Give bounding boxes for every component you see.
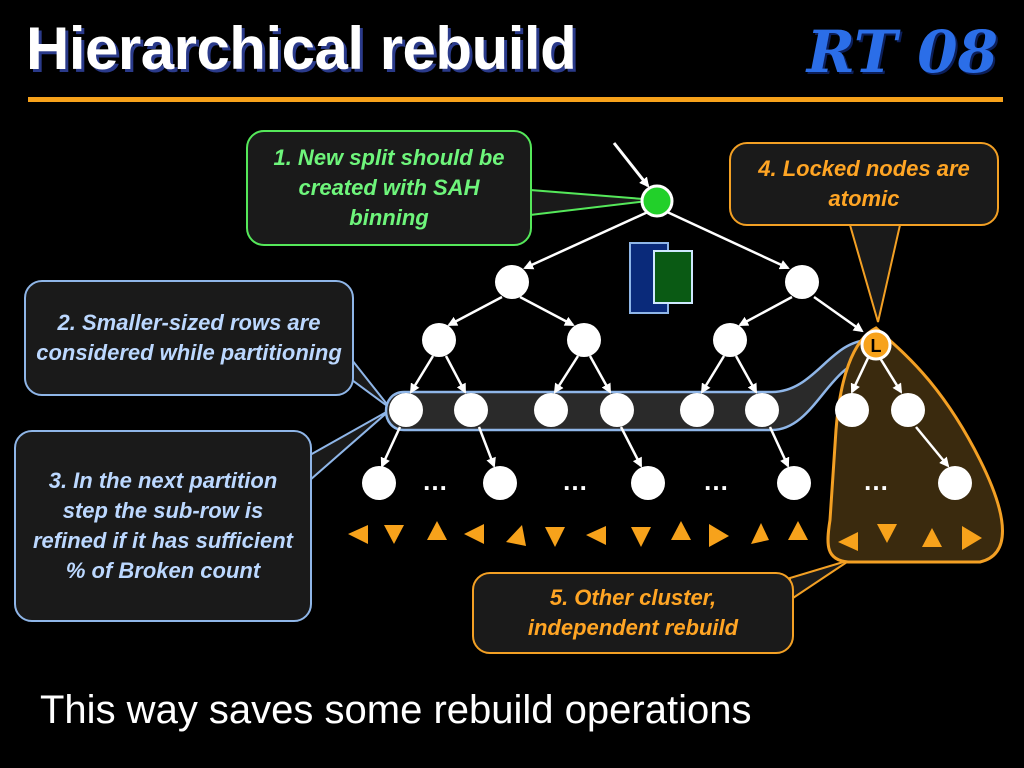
ellipsis-group: … … … … xyxy=(422,466,889,496)
slide-title: Hierarchical rebuild xyxy=(26,15,577,82)
callout-next-partition: 3. In the next partition step the sub-ro… xyxy=(14,430,312,622)
slide-footer: This way saves some rebuild operations xyxy=(40,688,752,732)
callout-2-pointer xyxy=(351,357,391,409)
callout-smaller-rows: 2. Smaller-sized rows are considered whi… xyxy=(24,280,354,396)
independent-cluster-outline xyxy=(826,326,1004,564)
locked-node-label: L xyxy=(871,336,882,356)
tree-edges xyxy=(380,209,950,468)
callout-other-cluster: 5. Other cluster, independent rebuild xyxy=(472,572,794,654)
callout-4-pointer xyxy=(848,224,902,323)
locked-node xyxy=(860,329,892,361)
bounding-box-green xyxy=(653,250,693,304)
callout-5-pointer xyxy=(789,559,851,602)
incoming-arrow xyxy=(612,142,650,188)
tree-nodes xyxy=(362,265,972,500)
title-divider xyxy=(28,97,1003,102)
callout-1-pointer xyxy=(529,188,657,217)
ellipsis: … xyxy=(562,466,588,496)
ellipsis: … xyxy=(863,466,889,496)
conference-logo: RT 08 xyxy=(806,18,998,86)
ellipsis: … xyxy=(703,466,729,496)
primitive-triangles xyxy=(348,521,982,551)
ellipsis: … xyxy=(422,466,448,496)
callout-new-split: 1. New split should be created with SAH … xyxy=(246,130,532,246)
root-node xyxy=(640,184,674,218)
callout-locked-nodes: 4. Locked nodes are atomic xyxy=(729,142,999,226)
